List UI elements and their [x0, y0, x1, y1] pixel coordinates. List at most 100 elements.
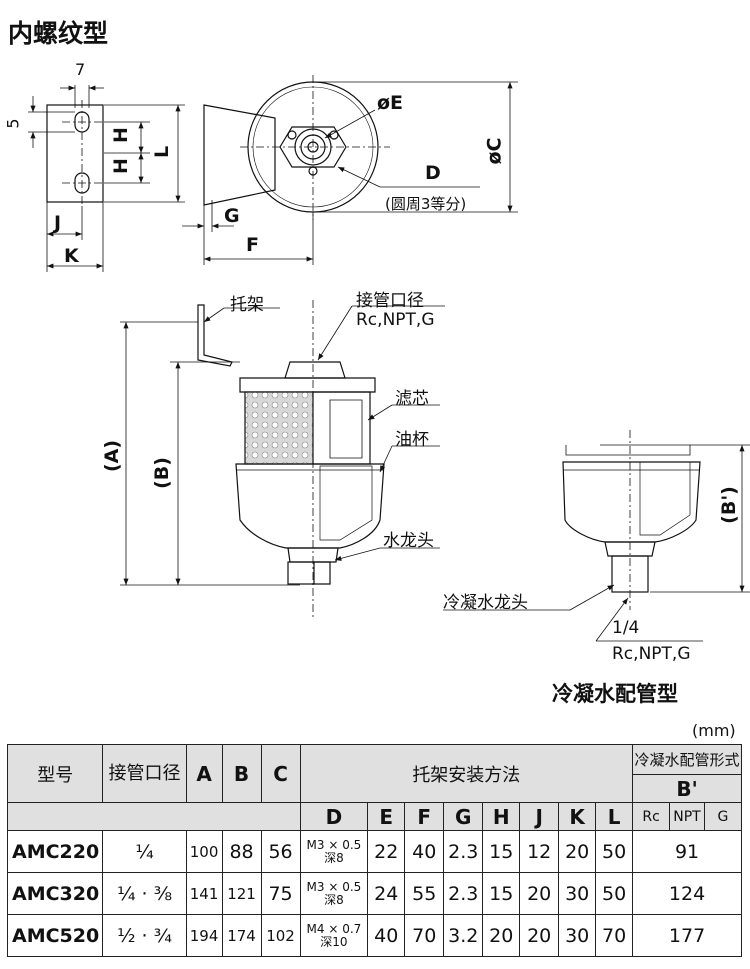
dim-c: øC — [483, 137, 506, 165]
cell-e: 24 — [367, 872, 406, 915]
cell-c: 102 — [260, 914, 301, 957]
cell-port: ½ · ¾ — [102, 914, 187, 957]
d-note: (圆周3等分) — [385, 195, 467, 213]
cell-l: 70 — [595, 914, 634, 957]
label-element: 滤芯 — [395, 389, 429, 409]
header-c: C — [260, 744, 301, 803]
header-model: 型号 — [6, 744, 104, 803]
header-npt: NPT — [669, 802, 705, 831]
cell-h: 15 — [482, 830, 521, 873]
dim-l: L — [151, 145, 174, 159]
label-drain-cock2: 冷凝水龙头 — [443, 593, 528, 613]
cell-k: 20 — [558, 830, 597, 873]
cell-d-depth: 深10 — [320, 934, 348, 949]
cell-model: AMC320 — [6, 872, 104, 915]
header-drain-type: 冷凝水配管形式 — [632, 744, 742, 775]
drain-view — [443, 430, 750, 642]
header-d: D — [299, 802, 369, 831]
cell-bp: 124 — [632, 872, 742, 915]
dim-g: G — [224, 205, 240, 227]
label-drain-size: 1/4 — [612, 618, 640, 638]
cell-port: ¼ — [102, 830, 187, 873]
cell-model: AMC520 — [6, 914, 104, 957]
header-blank — [7, 802, 301, 831]
label-drain-threads: Rc,NPT,G — [612, 644, 691, 664]
cell-f: 55 — [404, 872, 445, 915]
header-l: L — [595, 802, 634, 831]
header-h: H — [482, 802, 521, 831]
cell-l: 50 — [595, 872, 634, 915]
cell-bp: 91 — [632, 830, 742, 873]
cell-a: 194 — [185, 914, 223, 957]
cell-c: 75 — [260, 872, 301, 915]
cell-f: 40 — [404, 830, 445, 873]
cell-g: 3.2 — [443, 914, 484, 957]
dim-j: J — [54, 212, 62, 234]
dim-bp: (B') — [717, 486, 740, 524]
cell-b: 121 — [221, 872, 262, 915]
cell-l: 50 — [595, 830, 634, 873]
dim-f: F — [246, 234, 259, 256]
cell-d-depth: 深8 — [324, 850, 344, 865]
cell-c: 56 — [260, 830, 301, 873]
header-port: 接管口径 — [102, 744, 187, 803]
dim-5: 5 — [3, 118, 23, 129]
cell-d-thread: M3 × 0.5 — [306, 837, 362, 852]
dim-e: øE — [377, 92, 404, 114]
header-f: F — [404, 802, 445, 831]
cell-bp: 177 — [632, 914, 742, 957]
label-port-size: 接管口径 — [356, 291, 424, 311]
cell-d-depth: 深8 — [324, 892, 344, 907]
cell-j: 12 — [519, 830, 560, 873]
dim-a: (A) — [101, 439, 124, 473]
header-bp: B' — [632, 774, 742, 803]
header-mounting: 托架安装方法 — [299, 744, 634, 803]
header-rc: Rc — [632, 802, 671, 831]
dim-h1: H — [109, 127, 132, 143]
bracket-plate — [28, 85, 185, 272]
label-bracket: 托架 — [230, 295, 264, 315]
cell-model: AMC220 — [6, 830, 104, 873]
header-j: J — [519, 802, 560, 831]
cell-k: 30 — [558, 872, 597, 915]
dim-b: (B) — [150, 457, 173, 489]
page-title: 内螺纹型 — [8, 19, 109, 48]
cell-e: 22 — [367, 830, 406, 873]
cell-h: 20 — [482, 914, 521, 957]
cell-d-thread: M3 × 0.5 — [306, 879, 362, 894]
header-gt: G — [703, 802, 743, 831]
cell-g: 2.3 — [443, 872, 484, 915]
cell-a: 141 — [185, 872, 223, 915]
cell-j: 20 — [519, 914, 560, 957]
dim-7: 7 — [75, 60, 86, 79]
header-k: K — [558, 802, 597, 831]
dim-h2: H — [109, 158, 132, 174]
cell-a: 100 — [185, 830, 223, 873]
dim-d: D — [425, 162, 441, 184]
top-view — [182, 75, 518, 265]
cell-e: 40 — [367, 914, 406, 957]
dimension-drawing — [28, 75, 750, 642]
cell-b: 88 — [221, 830, 262, 873]
cell-d-thread: M4 × 0.7 — [306, 921, 362, 936]
cell-h: 15 — [482, 872, 521, 915]
drain-type-title: 冷凝水配管型 — [552, 682, 678, 706]
cell-f: 70 — [404, 914, 445, 957]
unit-label: (mm) — [692, 721, 736, 740]
cell-j: 20 — [519, 872, 560, 915]
label-bowl: 油杯 — [395, 430, 429, 450]
header-e: E — [367, 802, 406, 831]
front-view — [120, 300, 445, 620]
cell-k: 30 — [558, 914, 597, 957]
dimension-table: 型号 接管口径 A B C 托架安装方法 冷凝水配管形式 B' D E F G … — [6, 744, 743, 957]
cell-port: ¼ · ⅜ — [102, 872, 187, 915]
cell-g: 2.3 — [443, 830, 484, 873]
label-drain-cock: 水龙头 — [383, 531, 434, 551]
label-port-threads: Rc,NPT,G — [356, 310, 435, 330]
